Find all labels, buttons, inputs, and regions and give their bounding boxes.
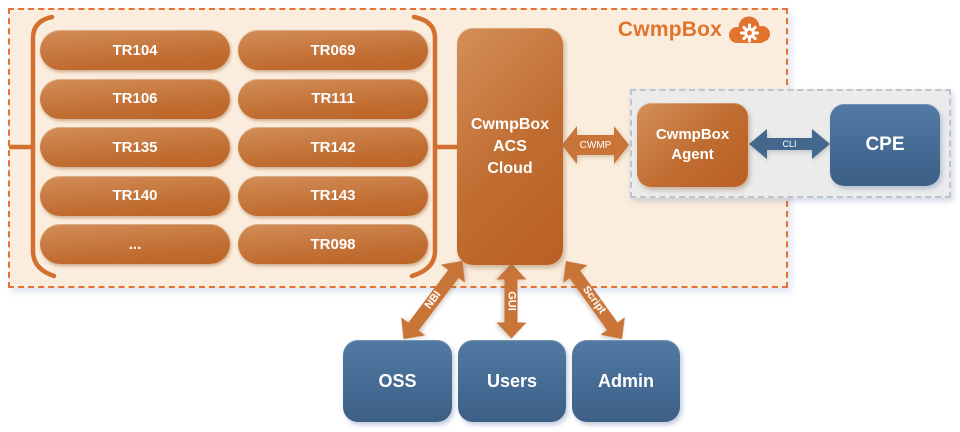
arrow-shaft: GUI <box>505 279 518 323</box>
cli-arrow-label: CLI <box>782 139 797 149</box>
protocol-pill-label: TR106 <box>112 90 158 107</box>
acs-cloud-box: CwmpBox ACS Cloud <box>457 28 563 265</box>
admin-box: Admin <box>572 340 680 422</box>
cli-arrow: CLI <box>749 129 830 159</box>
agent-label-line2: Agent <box>671 146 714 163</box>
acs-cloud-label-line3: Cloud <box>487 159 533 177</box>
protocol-pill-grid: TR104 TR069 TR106 TR111 TR135 TR142 TR14… <box>40 30 428 264</box>
arrow-head-left <box>496 263 527 280</box>
users-box: Users <box>458 340 566 422</box>
gui-arrow: GUI <box>496 263 527 339</box>
protocol-pill: TR143 <box>238 175 428 216</box>
protocol-pill: TR135 <box>40 127 230 167</box>
protocol-pill: TR098 <box>238 224 428 264</box>
cwmpbox-agent-box: CwmpBox Agent <box>637 103 748 187</box>
cwmp-arrow-label: CWMP <box>579 139 612 151</box>
script-arrow-label: Script <box>580 283 608 317</box>
protocol-brace-right <box>409 14 459 279</box>
gui-arrow-label: GUI <box>505 291 518 311</box>
protocol-pill: TR111 <box>238 78 428 119</box>
oss-label: OSS <box>378 370 417 391</box>
protocol-brace-left <box>8 14 57 279</box>
protocol-pill-label: TR104 <box>112 41 158 59</box>
nbi-arrow-label: NBI <box>422 288 444 312</box>
acs-cloud-label-line1: CwmpBox <box>470 115 550 133</box>
protocol-pill: TR142 <box>238 127 428 167</box>
protocol-pill-label: TR140 <box>112 187 158 204</box>
cloud-gear-icon <box>729 16 770 43</box>
cpe-label: CPE <box>865 134 905 155</box>
arrow-head-right <box>614 126 629 164</box>
arrow-head-left <box>749 129 767 159</box>
protocol-pill-label: TR142 <box>310 138 356 156</box>
protocol-pill-label: TR143 <box>310 187 356 204</box>
arrow-shaft: CLI <box>767 138 812 150</box>
protocol-pill: TR106 <box>40 78 230 119</box>
acs-cloud-label-line2: ACS <box>493 137 527 155</box>
protocol-pill: TR104 <box>40 30 230 70</box>
protocol-pill-label: TR098 <box>310 235 356 253</box>
oss-box: OSS <box>343 340 452 422</box>
protocol-pill-label: TR069 <box>310 41 356 59</box>
arrow-head-right <box>496 322 527 339</box>
cwmp-arrow: CWMP <box>562 126 629 164</box>
protocol-pill-label: TR111 <box>311 90 355 107</box>
protocol-pill: TR140 <box>40 175 230 216</box>
protocol-pill-ellipsis: ... <box>40 224 230 264</box>
cpe-box: CPE <box>830 104 940 186</box>
protocol-pill-label: TR135 <box>112 138 158 156</box>
protocol-pill-label: ... <box>128 235 142 253</box>
admin-label: Admin <box>598 370 654 391</box>
protocol-pill: TR069 <box>238 30 428 70</box>
arrow-head-right <box>812 129 830 159</box>
gear-icon <box>740 23 759 43</box>
brand-title: CwmpBox <box>617 18 722 41</box>
agent-label-line1: CwmpBox <box>655 126 730 143</box>
arrow-shaft: CWMP <box>577 135 614 155</box>
arrow-head-left <box>562 126 577 164</box>
users-label: Users <box>486 370 538 391</box>
